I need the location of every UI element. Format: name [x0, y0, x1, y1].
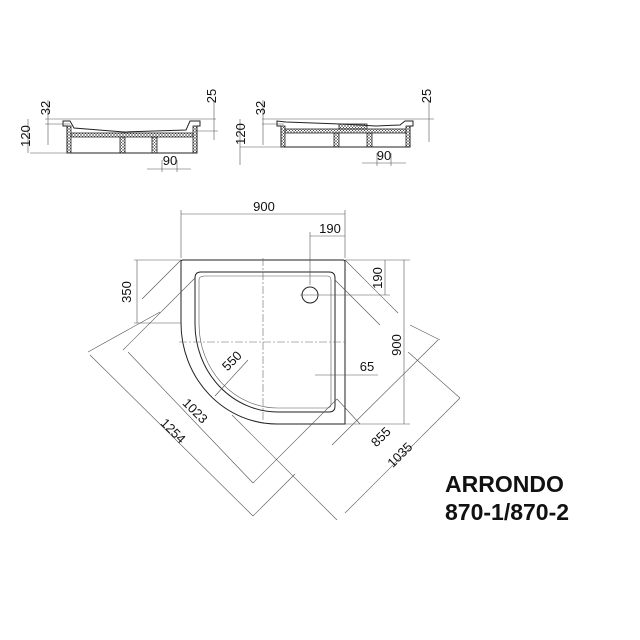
plan-dim-straight-350: 350 [119, 281, 134, 303]
section-view-right: 32 120 25 90 [233, 89, 434, 166]
plan-view: 900 190 190 350 900 550 65 1023 1254 855… [87, 199, 461, 521]
plan-dim-radius-550: 550 [219, 348, 245, 374]
section-right-dim-25: 25 [419, 89, 434, 103]
product-name: ARRONDO [445, 471, 564, 497]
section-left-dim-25: 25 [204, 89, 219, 103]
section-right-dim-90: 90 [377, 148, 391, 163]
plan-dim-drain-y-190: 190 [370, 267, 385, 289]
section-left-dim-90: 90 [163, 153, 177, 168]
plan-dim-offset-65: 65 [360, 359, 374, 374]
plan-dim-diag-1254: 1254 [158, 415, 189, 446]
plan-dim-diag-855: 855 [368, 424, 394, 450]
plan-dim-depth-900: 900 [389, 334, 404, 356]
plan-dim-drain-x-190: 190 [319, 221, 341, 236]
product-model: 870-1/870-2 [445, 499, 569, 525]
plan-dim-diag-1035: 1035 [384, 439, 415, 470]
section-right-dim-32: 32 [253, 101, 268, 115]
section-right-dim-120: 120 [233, 123, 248, 145]
plan-dim-width-900: 900 [253, 199, 275, 214]
section-left-dim-32: 32 [38, 101, 53, 115]
section-left-dim-120: 120 [18, 125, 33, 147]
section-view-left: 32 120 25 90 [18, 89, 219, 172]
